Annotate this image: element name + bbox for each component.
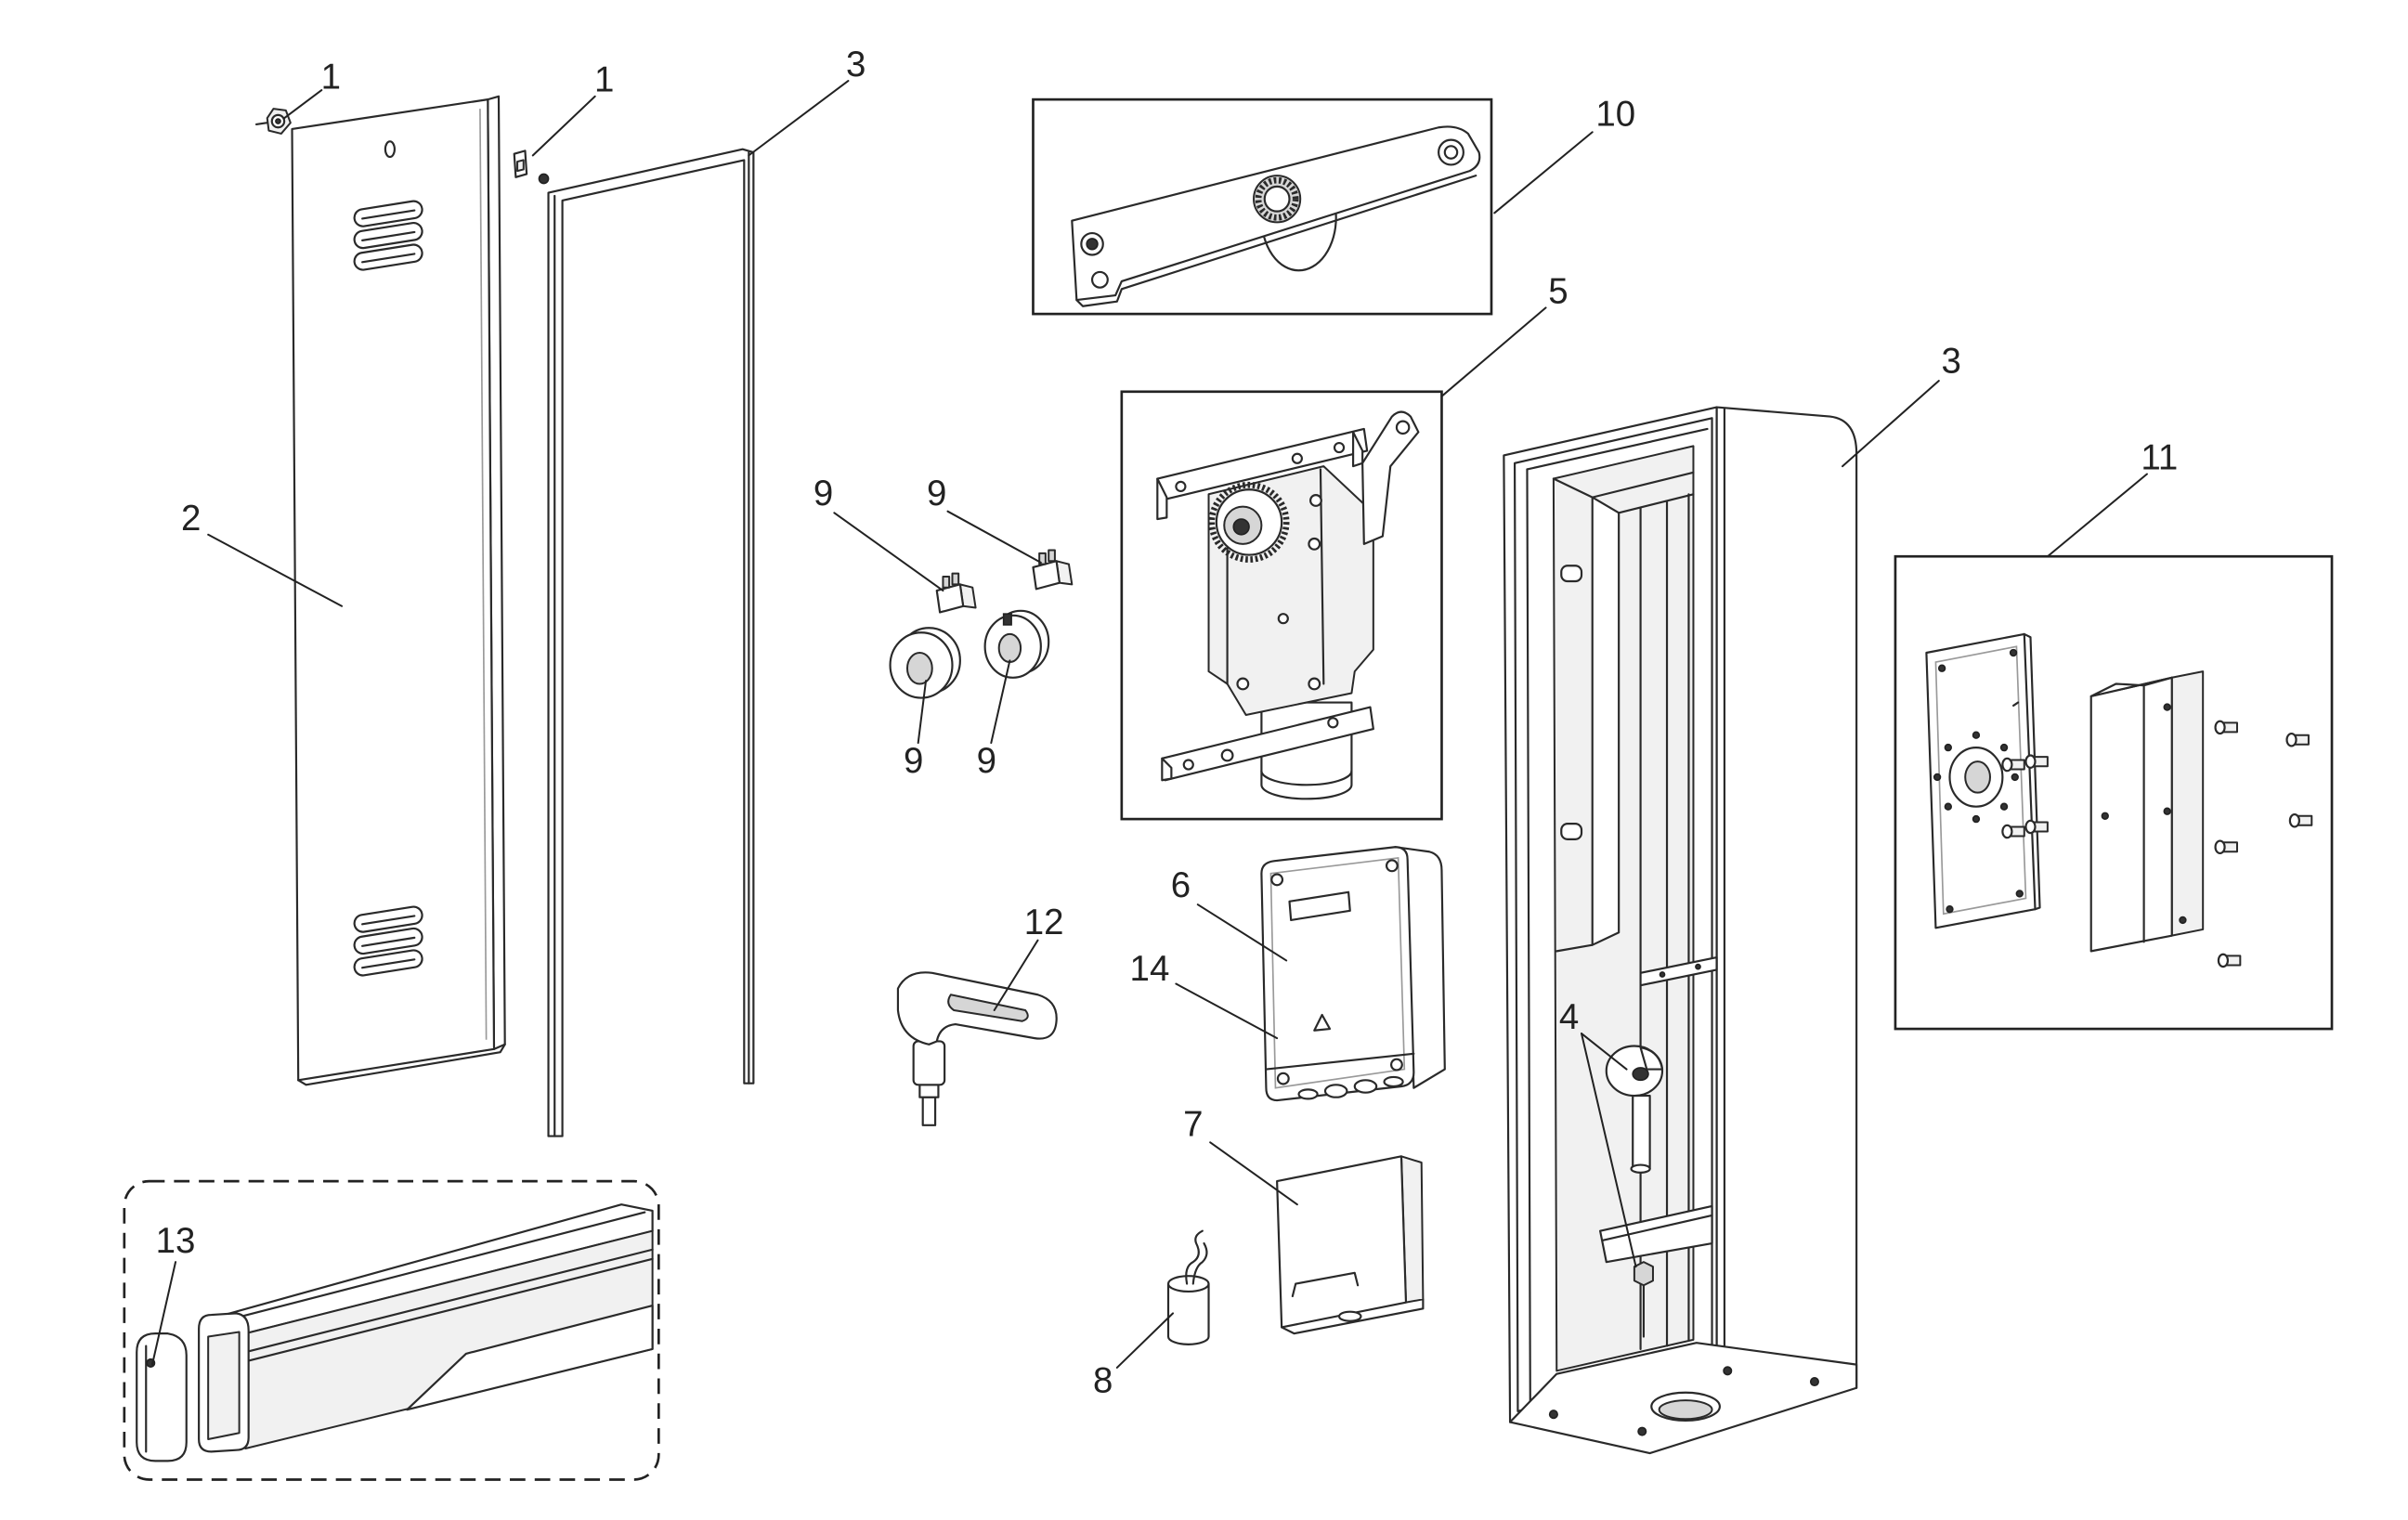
callout-number: 4 [1559,997,1579,1037]
callout-number: 1 [321,57,341,97]
callout-number: 9 [904,741,923,781]
screw [2001,824,2025,839]
callout-number: 1 [594,60,614,100]
screw [2214,720,2238,735]
door-panel [291,95,506,1086]
callout-knob: 1 [283,57,341,120]
callout-number: 7 [1183,1105,1203,1145]
screw [2288,812,2313,828]
callout-lever-arm: 10 [1493,95,1635,214]
cam-ring-left [889,627,961,699]
callout-number: 2 [181,499,201,539]
callout-column: 3 [1842,342,1961,468]
callout-number: 9 [977,741,996,781]
callout-number: 13 [156,1221,196,1261]
angle-bracket [2089,670,2205,953]
cam-ring-right [983,609,1050,679]
screw [2217,953,2242,968]
drive-gear [1208,481,1290,563]
callout-number: 11 [2141,437,2178,477]
release-handle [896,971,1058,1126]
callout-number: 3 [846,45,866,84]
callout-capacitor: 8 [1093,1312,1175,1401]
lower-shelf [1599,1204,1713,1264]
callout-clip-right: 9 [927,474,1042,564]
microswitch-clip-right [1032,549,1074,591]
cam-nut [1633,1261,1654,1287]
screw [2024,819,2049,835]
control-enclosure [1260,846,1446,1102]
callout-number: 3 [1941,342,1960,382]
callout-latch: 1 [531,60,614,157]
beam-end-cap [136,1332,188,1462]
lock-knob [254,108,292,135]
upper-vent-louvers [353,200,423,271]
callout-number: 10 [1595,95,1635,135]
hinge-pin-lower [1560,823,1583,840]
screw [2285,732,2310,747]
lever-arm-detail-box [1032,97,1493,316]
callout-anchor-plate: 11 [2046,437,2178,558]
callout-gearmotor: 5 [1440,271,1568,397]
lower-vent-louvers [353,905,423,977]
limit-cam-assembly [1605,1045,1664,1338]
label-window [1288,890,1351,921]
callout-enclosure: 6 [1171,865,1288,962]
callout-ring-left: 9 [904,680,928,781]
hinge-pin-upper [1560,565,1583,583]
beam-detail-box [123,1179,660,1481]
capacitor [1166,1229,1210,1345]
gearmotor-detail-box [1120,390,1443,821]
screw [2214,839,2238,855]
anchor-plate-detail-box [1894,554,2334,1031]
callout-door-panel: 2 [181,499,344,607]
column-housing [1503,406,1858,1455]
base-plate [1925,632,2041,929]
callout-release-handle: 12 [993,903,1064,1011]
callout-limit-cams: 4 [1559,997,1637,1268]
callout-motor-cover: 7 [1183,1105,1298,1206]
door-gasket-frame [547,148,755,1137]
callout-number: 9 [814,474,833,513]
callout-number: 8 [1093,1361,1113,1401]
callout-beam: 13 [150,1221,196,1366]
anchor-screws [2001,720,2313,968]
callout-gasket: 3 [748,45,866,157]
callout-number: 12 [1024,903,1064,942]
warning-triangle-icon [1313,1013,1332,1032]
callout-number: 14 [1130,949,1170,989]
callout-ring-right: 9 [977,659,1011,781]
microswitch-clip-left [935,572,977,614]
callout-enclosure-base: 14 [1130,949,1279,1040]
callout-number: 6 [1171,865,1191,905]
callout-number: 9 [927,474,946,513]
door-latch [513,149,550,185]
screw [2024,754,2049,769]
motor-cover [1276,1155,1425,1335]
callout-clip-left: 9 [814,474,944,592]
callout-number: 5 [1548,271,1568,311]
splined-hub [1253,175,1302,224]
screw [2001,757,2025,773]
